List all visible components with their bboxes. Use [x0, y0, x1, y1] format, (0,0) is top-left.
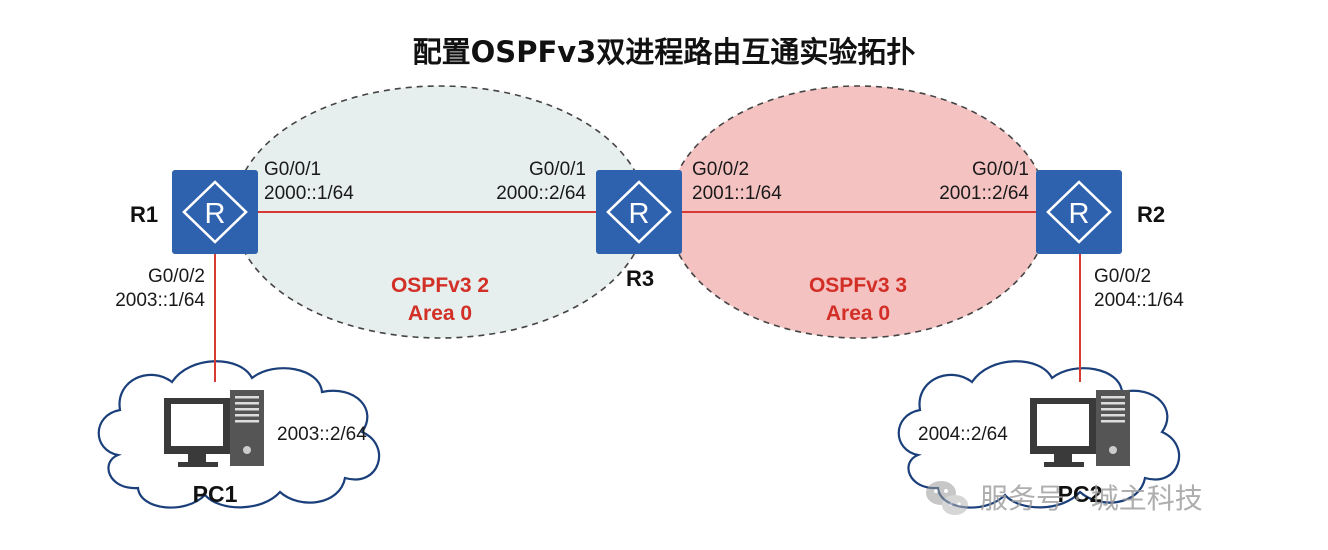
router-r2[interactable]: R — [1036, 170, 1122, 254]
svg-text:R: R — [629, 198, 650, 230]
pc2-ip: 2004::2/64 — [918, 424, 1008, 445]
diagram-title: 配置OSPFv3双进程路由互通实验拓扑 — [413, 35, 916, 69]
r2-g002-if: G0/0/2 — [1094, 266, 1151, 287]
r3-g001-ip: 2000::2/64 — [496, 183, 586, 204]
r2-label: R2 — [1137, 202, 1165, 227]
area-left-process: OSPFv3 2 — [391, 274, 489, 297]
area-right-area: Area 0 — [826, 302, 890, 325]
r2-g001-if: G0/0/1 — [972, 159, 1029, 180]
r3-g002-if: G0/0/2 — [692, 159, 749, 180]
r1-label: R1 — [130, 202, 158, 227]
r1-g001-ip: 2000::1/64 — [264, 183, 354, 204]
area-right-process: OSPFv3 3 — [809, 274, 907, 297]
r1-g002-if: G0/0/2 — [148, 266, 205, 287]
area-left-area: Area 0 — [408, 302, 472, 325]
r3-g001-if: G0/0/1 — [529, 159, 586, 180]
svg-text:R: R — [205, 198, 226, 230]
r2-g002-ip: 2004::1/64 — [1094, 290, 1184, 311]
pc1-label: PC1 — [193, 481, 238, 507]
r3-g002-ip: 2001::1/64 — [692, 183, 782, 204]
svg-text:R: R — [1069, 198, 1090, 230]
router-r3[interactable]: R — [596, 170, 682, 254]
r1-g001-if: G0/0/1 — [264, 159, 321, 180]
r2-g001-ip: 2001::2/64 — [939, 183, 1029, 204]
router-r1[interactable]: R — [172, 170, 258, 254]
watermark-text: 服务号 · 城主科技 — [980, 482, 1203, 515]
r3-label: R3 — [626, 266, 654, 291]
r1-g002-ip: 2003::1/64 — [115, 290, 205, 311]
pc1-ip: 2003::2/64 — [277, 424, 367, 445]
